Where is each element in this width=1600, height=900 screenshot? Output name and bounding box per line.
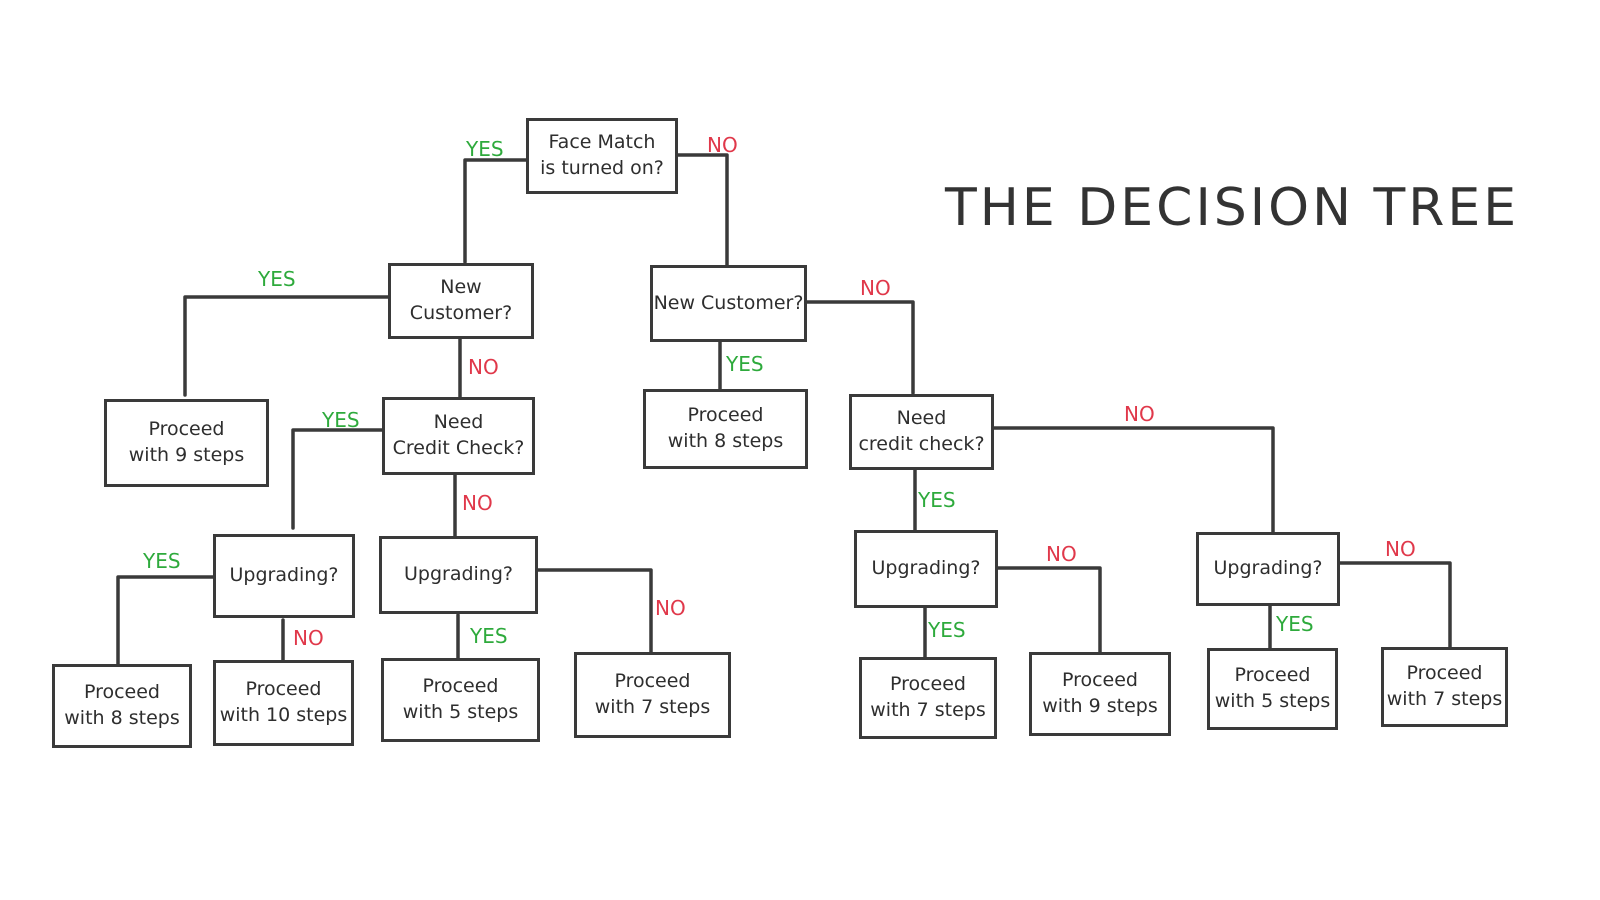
label-up3-no: NO (1046, 542, 1077, 566)
node-need-credit-check-right: Need credit check? (849, 394, 994, 470)
label-ncl2-no: NO (462, 491, 493, 515)
connector-root-no (675, 153, 729, 267)
connector-ncl-yes (183, 295, 390, 397)
connector-up2-no (536, 568, 653, 654)
node-leaf-proceed-8-steps: Proceed with 8 steps (52, 664, 192, 748)
node-leaf-proceed-5-steps-a: Proceed with 5 steps (381, 658, 540, 742)
connector-root-yes (463, 158, 530, 264)
label-up2-yes: YES (470, 624, 508, 648)
connector-ncr2-no (991, 426, 1275, 534)
label-up4-yes: YES (1276, 612, 1314, 636)
node-new-customer-right: New Customer? (650, 265, 807, 342)
label-up1-yes: YES (143, 549, 181, 573)
node-upgrading-3: Upgrading? (854, 530, 998, 608)
connector-up4-no (1338, 561, 1452, 650)
node-proceed-9-steps-a: Proceed with 9 steps (104, 399, 269, 487)
label-ncr2-yes: YES (918, 488, 956, 512)
label-ncl-yes: YES (258, 267, 296, 291)
node-leaf-proceed-9-steps-b: Proceed with 9 steps (1029, 652, 1171, 736)
node-leaf-proceed-5-steps-b: Proceed with 5 steps (1207, 648, 1338, 730)
node-need-credit-check-left: Need Credit Check? (382, 397, 535, 475)
connector-ncl2-yes (291, 428, 384, 530)
connector-up3-no (996, 566, 1102, 654)
diagram-title: THE DECISION TREE (945, 178, 1520, 238)
node-new-customer-left: New Customer? (388, 263, 534, 339)
label-ncl2-yes: YES (322, 408, 360, 432)
label-root-no: NO (707, 133, 738, 157)
node-leaf-proceed-7-steps-a: Proceed with 7 steps (574, 652, 731, 738)
node-proceed-8-steps-a: Proceed with 8 steps (643, 389, 808, 469)
label-ncr2-no: NO (1124, 402, 1155, 426)
label-up2-no: NO (655, 596, 686, 620)
label-ncr-no: NO (860, 276, 891, 300)
label-ncl-no: NO (468, 355, 499, 379)
node-leaf-proceed-10-steps: Proceed with 10 steps (213, 660, 354, 746)
label-up3-yes: YES (928, 618, 966, 642)
node-leaf-proceed-7-steps-b: Proceed with 7 steps (859, 657, 997, 739)
node-face-match: Face Match is turned on? (526, 118, 678, 194)
node-upgrading-1: Upgrading? (213, 534, 355, 618)
node-leaf-proceed-7-steps-c: Proceed with 7 steps (1381, 647, 1508, 727)
node-upgrading-4: Upgrading? (1196, 532, 1340, 606)
connector-up1-yes (116, 575, 215, 668)
label-up4-no: NO (1385, 537, 1416, 561)
connector-ncr-no (804, 300, 915, 395)
label-root-yes: YES (466, 137, 504, 161)
node-upgrading-2: Upgrading? (379, 536, 538, 614)
label-ncr-yes: YES (726, 352, 764, 376)
label-up1-no: NO (293, 626, 324, 650)
